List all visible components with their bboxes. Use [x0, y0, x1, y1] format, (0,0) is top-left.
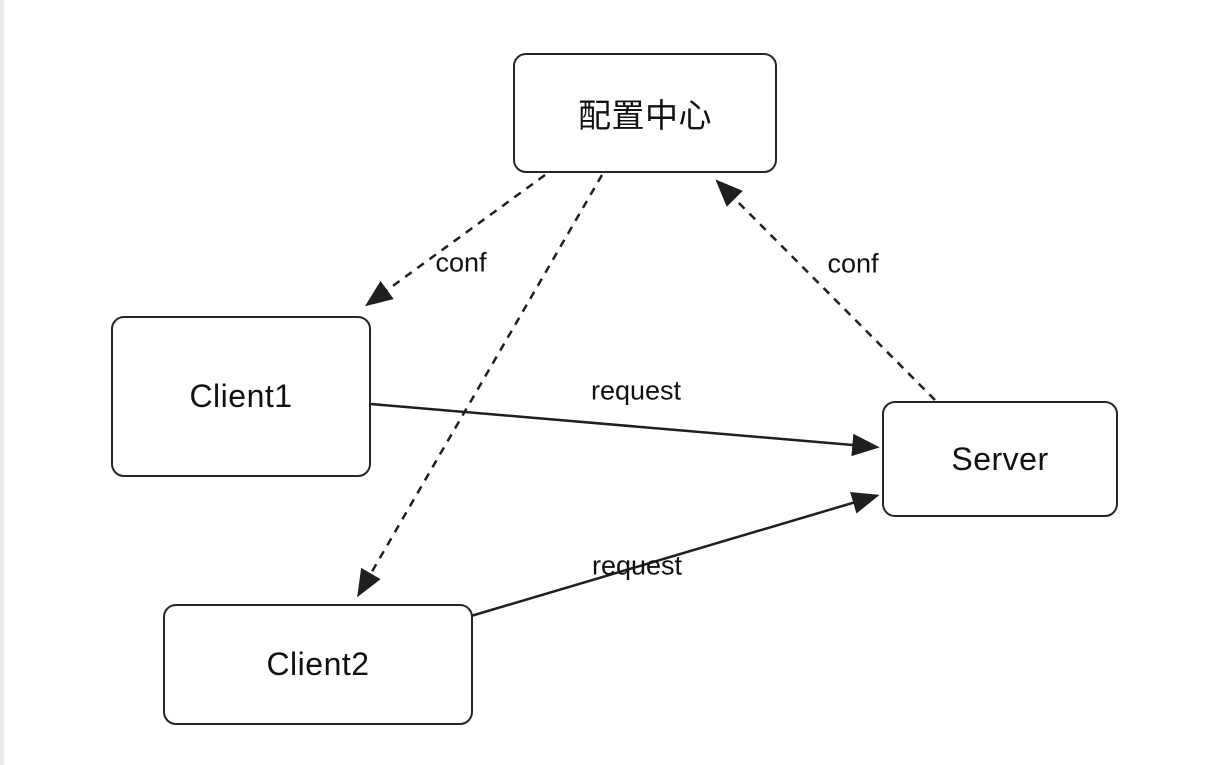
node-client1: Client1 — [111, 316, 371, 477]
node-config-center: 配置中心 — [513, 53, 777, 173]
edge-label-conf-server: conf — [827, 248, 879, 279]
node-client2-label: Client2 — [266, 646, 370, 682]
node-server: Server — [882, 401, 1118, 517]
node-client2: Client2 — [163, 604, 473, 725]
node-config-center-label: 配置中心 — [578, 97, 712, 134]
edge-label-conf-client1: conf — [435, 247, 487, 278]
node-server-label: Server — [951, 440, 1049, 477]
edge-server-to-config — [715, 179, 936, 401]
edge-config-to-client2 — [357, 174, 604, 598]
edge-label-request-client1: request — [590, 375, 682, 406]
edge-config-to-client1 — [364, 173, 546, 307]
screenshot-left-edge — [0, 0, 4, 765]
node-client1-label: Client1 — [189, 378, 293, 414]
edge-client1-to-server — [370, 402, 880, 457]
edge-client2-to-server — [470, 491, 880, 618]
edge-label-request-client2: request — [591, 550, 683, 581]
